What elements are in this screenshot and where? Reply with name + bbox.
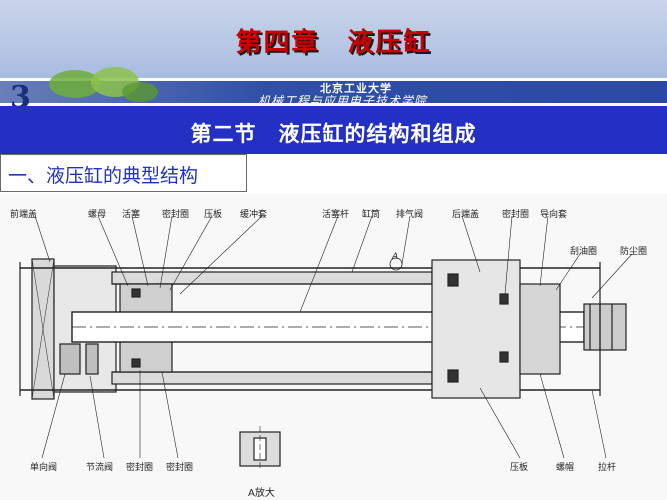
chapter-title: 第四章 液压缸 (235, 28, 432, 58)
slide-header (0, 0, 667, 78)
section-banner (0, 106, 667, 154)
label-oil-scraper: 刮油圈 (570, 247, 598, 257)
detail-a-caption: A放大 (248, 488, 275, 499)
label-cylinder-barrel: 缸筒 (362, 210, 381, 220)
label-throttle-valve: 节流阀 (86, 463, 114, 473)
label-nut: 螺母 (88, 210, 107, 220)
label-buffer-sleeve: 缓冲套 (240, 210, 268, 220)
hydraulic-cylinder-drawing (19, 215, 633, 470)
label-rear-end-cap: 后端盖 (452, 210, 480, 220)
label-press-plate-1: 压板 (204, 210, 223, 220)
label-seal-ring-2: 密封圈 (502, 210, 530, 220)
label-vent-valve: 排气阀 (396, 210, 424, 220)
label-seal-ring-3: 密封圈 (126, 463, 154, 473)
label-cap-nut: 螺帽 (556, 463, 575, 473)
marker-a: A (392, 252, 399, 262)
leaf-decoration-icon (49, 67, 158, 102)
university-name: 北京工业大学 (320, 82, 392, 95)
label-press-plate-2: 压板 (510, 463, 529, 473)
label-piston: 活塞 (122, 210, 141, 220)
label-guide-sleeve: 导向套 (540, 210, 568, 220)
label-front-end-cap: 前端盖 (10, 210, 38, 220)
label-check-valve: 单向阀 (30, 463, 58, 473)
college-name: 机械工程与应用电子技术学院 (258, 94, 428, 108)
label-dust-ring: 防尘圈 (620, 247, 648, 257)
label-seal-ring-4: 密封圈 (166, 463, 194, 473)
label-seal-ring-1: 密封圈 (162, 210, 190, 220)
label-piston-rod: 活塞杆 (322, 210, 350, 220)
label-tie-rod: 拉杆 (598, 463, 617, 473)
subheading-box (0, 154, 247, 192)
subheading-text: 一、液压缸的典型结构 (8, 165, 199, 187)
section-title: 第二节 液压缸的结构和组成 (190, 121, 477, 146)
